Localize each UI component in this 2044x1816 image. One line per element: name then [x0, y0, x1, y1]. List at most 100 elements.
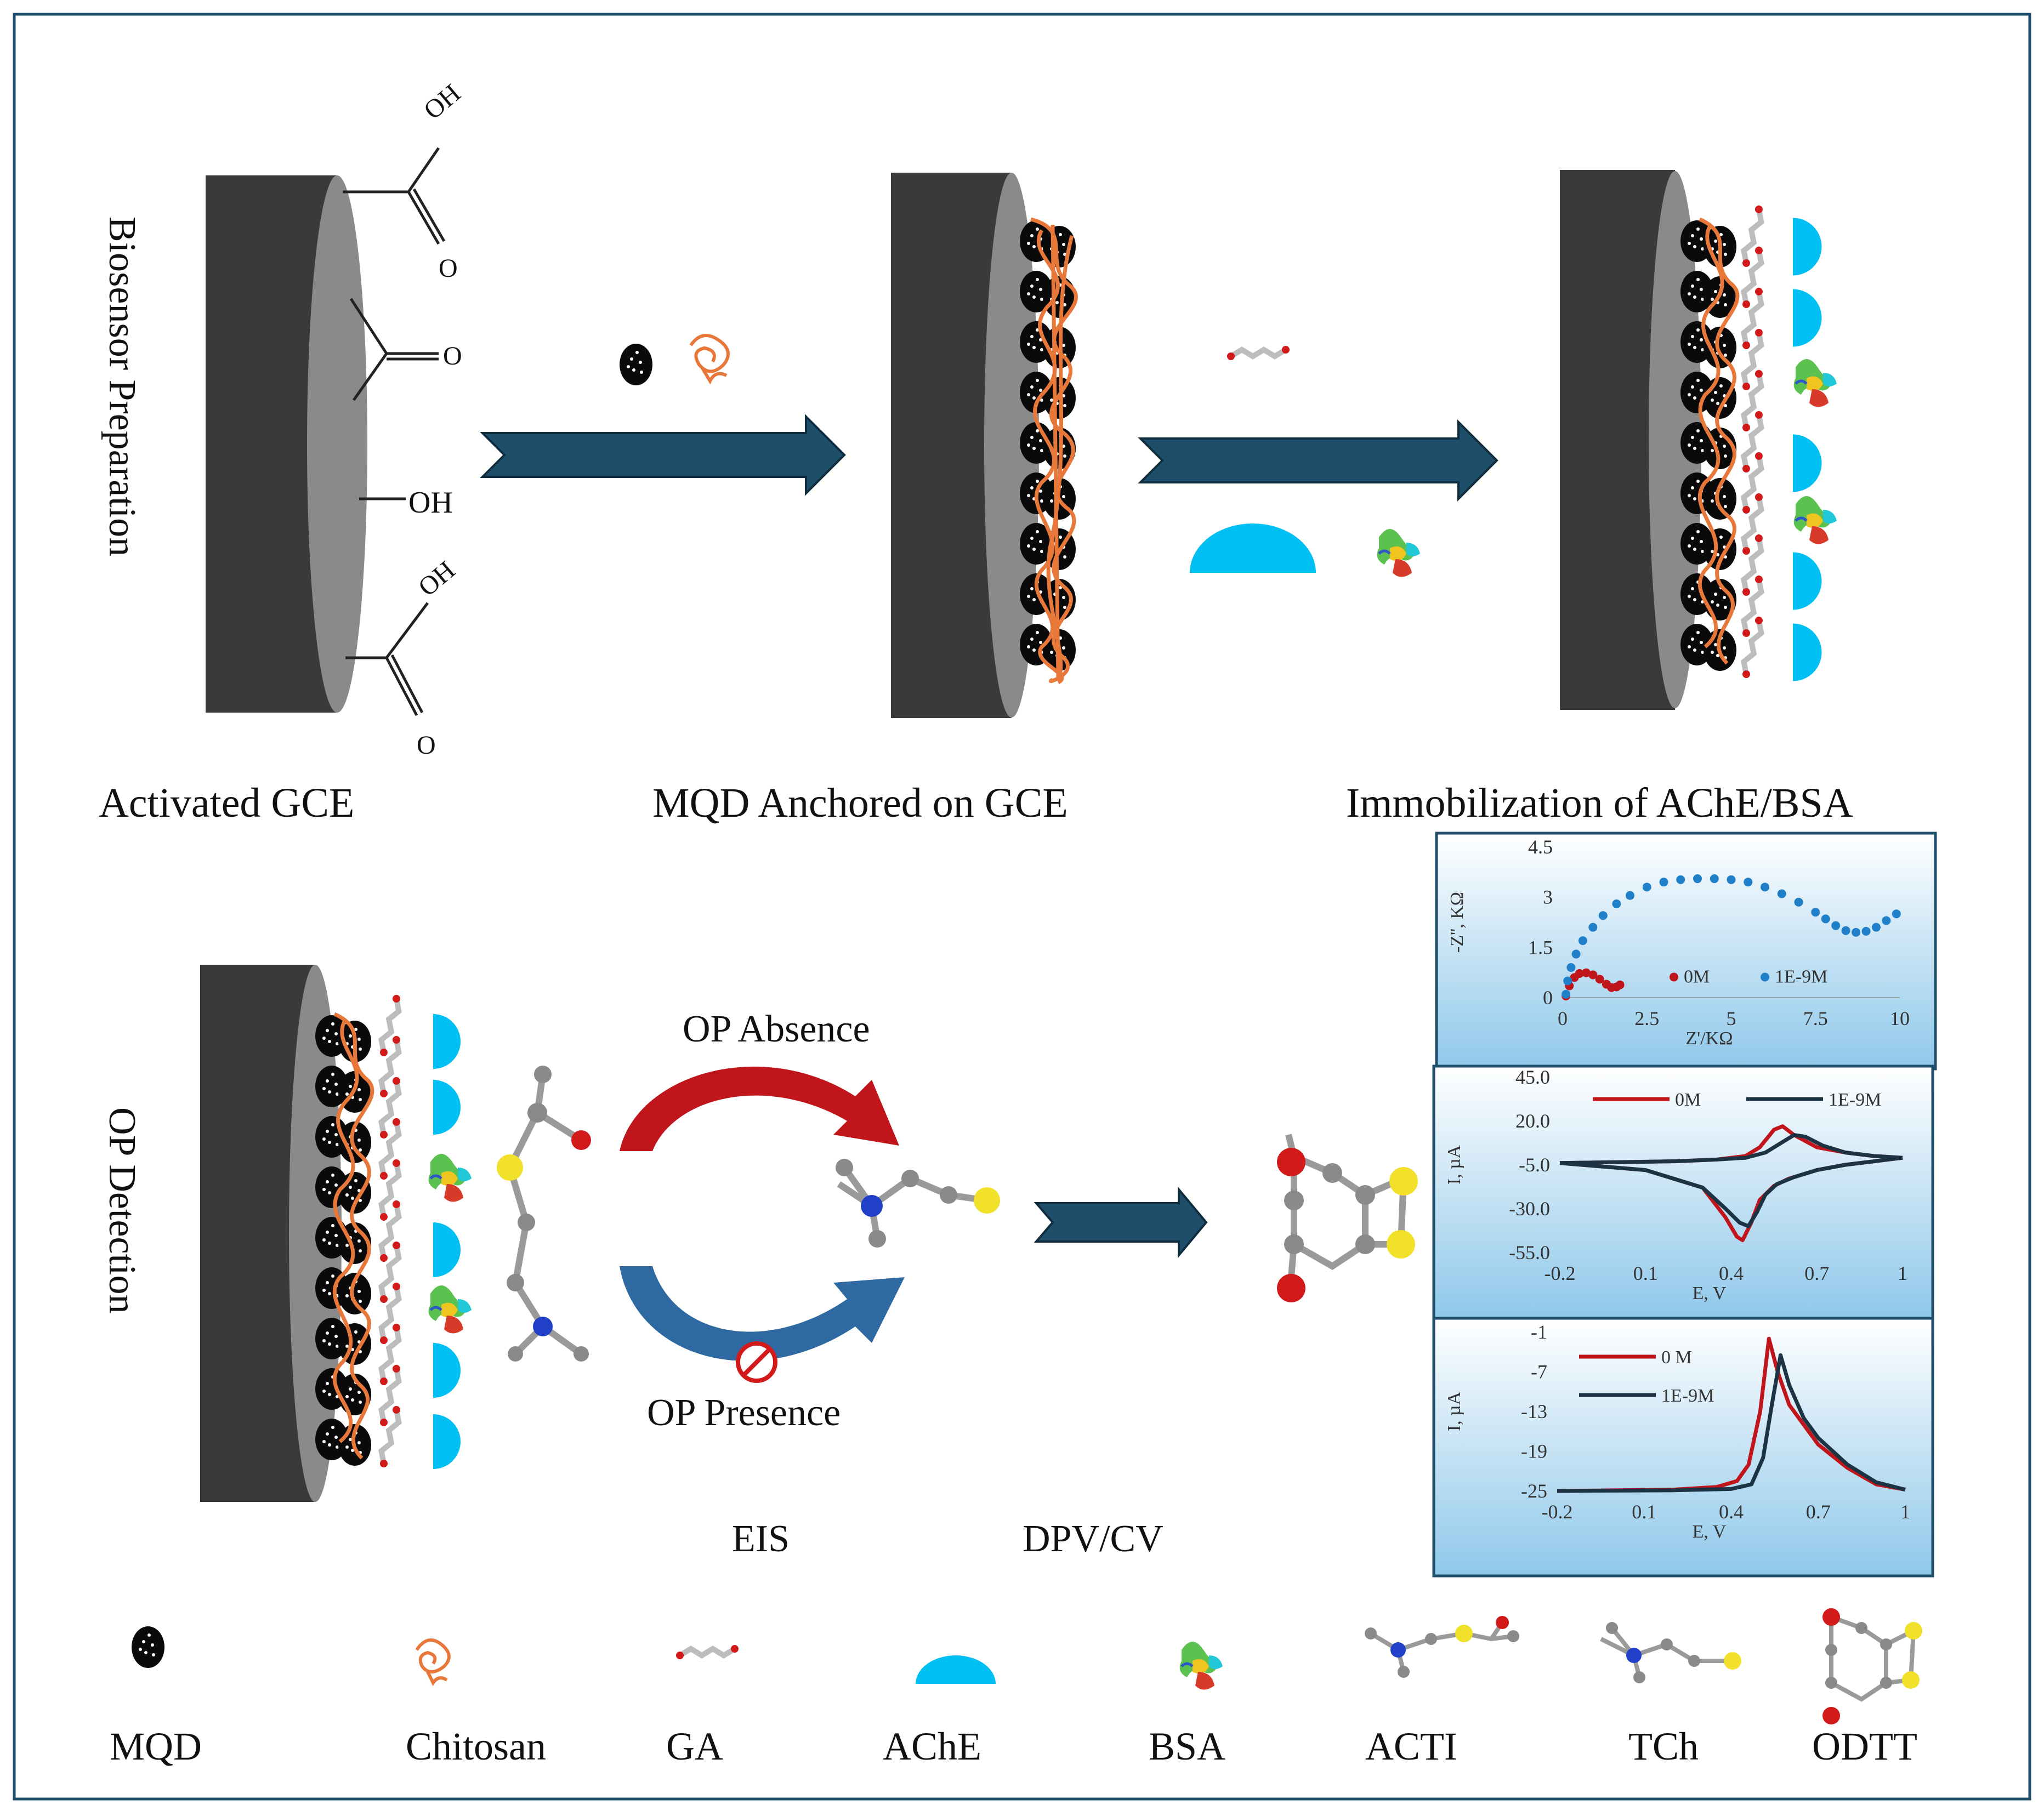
- ga-linker: [1735, 369, 1770, 432]
- legend-entry: 1E-9M: [1661, 1386, 1714, 1406]
- scatter-point: [1582, 968, 1591, 977]
- inhibition-icon: [736, 1341, 777, 1383]
- group-o-bottom: O: [417, 731, 436, 760]
- legend-icon-bsa: [1180, 1642, 1223, 1690]
- ache-enzyme: [1793, 552, 1822, 610]
- x-tick-label: 0.4: [1719, 1501, 1744, 1523]
- ga-layer-4: [373, 994, 407, 1468]
- x-tick-label: 7.5: [1803, 1007, 1828, 1029]
- series-line-reverse: [1559, 1155, 1903, 1228]
- scatter-point: [1727, 875, 1736, 884]
- ga-linker: [373, 1117, 407, 1181]
- x-axis-label: E, V: [1693, 1522, 1727, 1542]
- legend-entry: 0M: [1675, 1090, 1701, 1110]
- legend-entry: 0M: [1684, 967, 1710, 987]
- ache-enzyme: [433, 1414, 461, 1469]
- scatter-point: [1659, 878, 1668, 887]
- y-tick-label: 4.5: [1528, 836, 1553, 858]
- ga-linker: [1735, 246, 1770, 309]
- scatter-point: [1871, 923, 1881, 932]
- caption-activated: Activated GCE: [99, 780, 354, 826]
- arrow-step-2: [1138, 419, 1498, 502]
- arrow-step-3: [1034, 1186, 1208, 1259]
- scatter-point: [1821, 914, 1830, 924]
- electrode-activated: [206, 175, 367, 713]
- group-o-top: O: [439, 254, 458, 283]
- ga-linker: [373, 1282, 407, 1345]
- scatter-point: [1761, 883, 1769, 892]
- ache-enzyme: [1793, 289, 1822, 347]
- chart-panel-bg: [1432, 1317, 1934, 1578]
- scatter-point: [1852, 927, 1861, 937]
- series-line: [1557, 1336, 1906, 1493]
- bsa-on-electrode-3b: [1794, 496, 1837, 544]
- scatter-point: [1571, 949, 1581, 959]
- bsa-on-electrode-4b: [429, 1285, 472, 1334]
- x-tick-label: 10: [1890, 1007, 1910, 1029]
- y-axis-label: I, µA: [1444, 1145, 1464, 1185]
- y-tick-label: -7: [1531, 1361, 1547, 1383]
- y-axis-label: -Z'', KΩ: [1447, 892, 1467, 953]
- legend-label-ache: AChE: [883, 1724, 981, 1768]
- y-tick-label: -5.0: [1519, 1154, 1550, 1176]
- ga-linker: [1735, 451, 1770, 515]
- legend-entry: 1E-9M: [1829, 1090, 1881, 1110]
- y-tick-label: -25: [1521, 1480, 1547, 1502]
- mqd-icon: [620, 344, 652, 385]
- y-tick-label: -1: [1531, 1321, 1547, 1343]
- x-tick-label: 0.1: [1633, 1262, 1658, 1284]
- y-tick-label: -13: [1521, 1401, 1547, 1422]
- y-tick-label: 1.5: [1528, 936, 1553, 958]
- scatter-point: [1626, 891, 1634, 900]
- ga-linker: [1735, 328, 1770, 391]
- scatter-point: [1563, 976, 1572, 986]
- op-presence-arrow: [620, 1266, 905, 1361]
- y-tick-label: 20.0: [1515, 1110, 1550, 1132]
- series-line-forward: [1559, 1133, 1903, 1165]
- ga-linker: [1735, 533, 1770, 597]
- legend-icons: [132, 1608, 1922, 1724]
- x-tick-label: 0.7: [1806, 1501, 1831, 1523]
- ga-linker: [1735, 616, 1770, 679]
- legend-icon-acti: [1365, 1616, 1519, 1678]
- label-eis: EIS: [732, 1518, 790, 1560]
- ache-enzyme: [433, 1080, 461, 1135]
- legend-label-mqd: MQD: [110, 1724, 202, 1768]
- ga-linker: [1735, 410, 1770, 474]
- ache-icon-top: [1190, 523, 1316, 573]
- scatter-point: [1744, 878, 1753, 887]
- legend-label-chitosan: Chitosan: [406, 1724, 546, 1768]
- x-tick-label: 0.7: [1804, 1262, 1829, 1284]
- legend-icon-tch: [1600, 1622, 1741, 1683]
- legend-marker: [1669, 972, 1678, 982]
- scatter-point: [1861, 927, 1871, 936]
- ache-enzyme: [1793, 218, 1822, 276]
- x-tick-label: 0.1: [1632, 1501, 1656, 1523]
- x-tick-label: 1: [1900, 1501, 1910, 1523]
- ga-linker: [373, 1076, 407, 1140]
- group-o-mid: O: [443, 341, 462, 371]
- y-tick-label: 45.0: [1515, 1066, 1550, 1088]
- scatter-point: [1794, 897, 1803, 907]
- x-axis-label: E, V: [1693, 1283, 1727, 1303]
- x-tick-label: 1: [1898, 1262, 1907, 1284]
- ga-linker: [1735, 492, 1770, 556]
- ache-layer-4: [433, 1014, 461, 1469]
- scatter-point: [1612, 899, 1621, 908]
- chitosan-layer-4: [332, 1012, 374, 1460]
- legend-label-tch: TCh: [1628, 1724, 1699, 1768]
- scatter-point: [1595, 975, 1604, 984]
- odtt-molecule: [1277, 1134, 1418, 1302]
- scatter-point: [1710, 874, 1719, 884]
- scatter-point: [1841, 926, 1850, 935]
- ga-linker: [373, 1405, 407, 1468]
- scatter-point: [1811, 908, 1820, 917]
- scatter-point: [1575, 969, 1584, 978]
- acti-molecule: [497, 1066, 591, 1362]
- legend-icon-ache: [916, 1655, 996, 1684]
- legend-entry: 0 M: [1661, 1347, 1692, 1368]
